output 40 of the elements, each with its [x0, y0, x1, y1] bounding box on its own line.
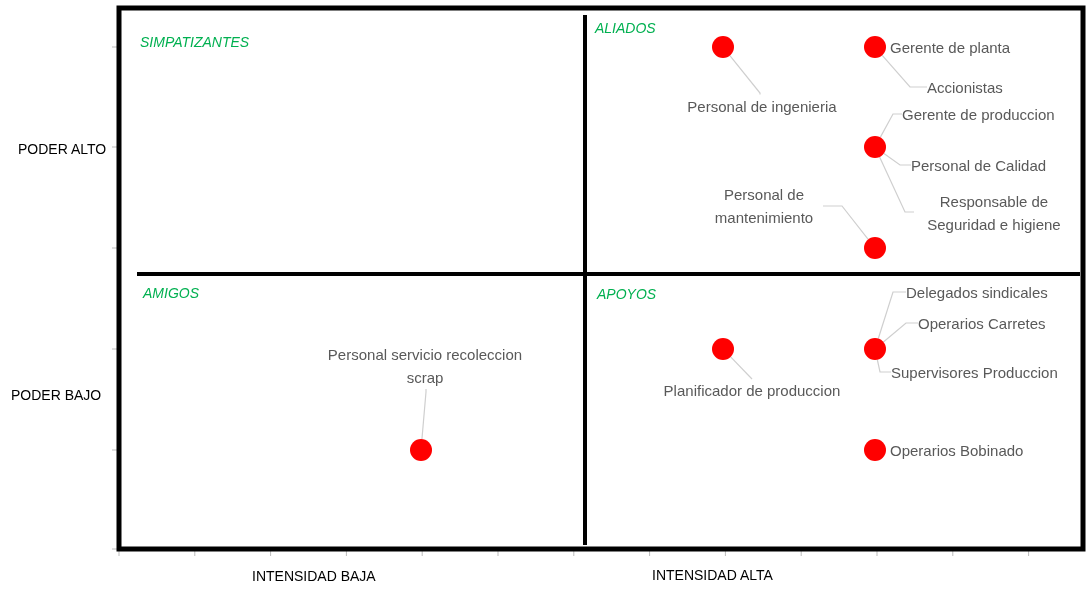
dot-marker — [410, 439, 432, 461]
stakeholder-label: Personal de Calidad — [911, 153, 1047, 177]
quadrant-label: SIMPATIZANTES — [140, 34, 250, 50]
leader-line — [730, 356, 753, 380]
stakeholder-label: Gerente de planta — [890, 37, 1011, 58]
stakeholder-label: Responsable de Seguridad e higiene — [914, 190, 1074, 236]
leader-line — [883, 152, 912, 166]
dot-marker — [864, 36, 886, 58]
axis-label: PODER ALTO — [18, 141, 107, 157]
leader-line — [882, 322, 919, 343]
leader-line — [879, 156, 915, 213]
quadrant-label: AMIGOS — [143, 285, 199, 301]
leader-line — [879, 113, 903, 138]
leader-line — [421, 388, 427, 440]
dot-marker — [712, 36, 734, 58]
dot-marker — [864, 338, 886, 360]
stakeholder-label: Gerente de produccion — [902, 102, 1055, 126]
stakeholder-label: Operarios Carretes — [918, 311, 1046, 335]
stakeholder-label: Delegados sindicales — [906, 280, 1048, 304]
axis-label: INTENSIDAD ALTA — [652, 567, 773, 583]
stakeholder-label: Operarios Bobinado — [890, 440, 1024, 461]
stakeholder-label: Personal de ingenieria — [687, 94, 837, 118]
quadrant-label: ALIADOS — [595, 20, 656, 36]
leader-line — [881, 54, 928, 88]
axis-label: INTENSIDAD BAJA — [252, 568, 376, 584]
stakeholder-label: Accionistas — [927, 75, 1003, 99]
axis-label: PODER BAJO — [11, 387, 102, 403]
stakeholder-label: Planificador de produccion — [663, 378, 841, 402]
leader-line — [729, 54, 761, 96]
leader-line — [877, 291, 907, 340]
dot-marker — [864, 136, 886, 158]
stakeholder-label: Personal de mantenimiento — [705, 183, 823, 229]
leader-line — [876, 359, 892, 373]
quadrant-label: APOYOS — [597, 286, 657, 302]
dot-marker — [864, 237, 886, 259]
dot-marker — [712, 338, 734, 360]
stakeholder-label: Personal servicio recoleccion scrap — [310, 343, 540, 389]
leader-line — [822, 205, 869, 240]
stakeholder-label: Supervisores Produccion — [891, 360, 1058, 384]
dot-marker — [864, 439, 886, 461]
